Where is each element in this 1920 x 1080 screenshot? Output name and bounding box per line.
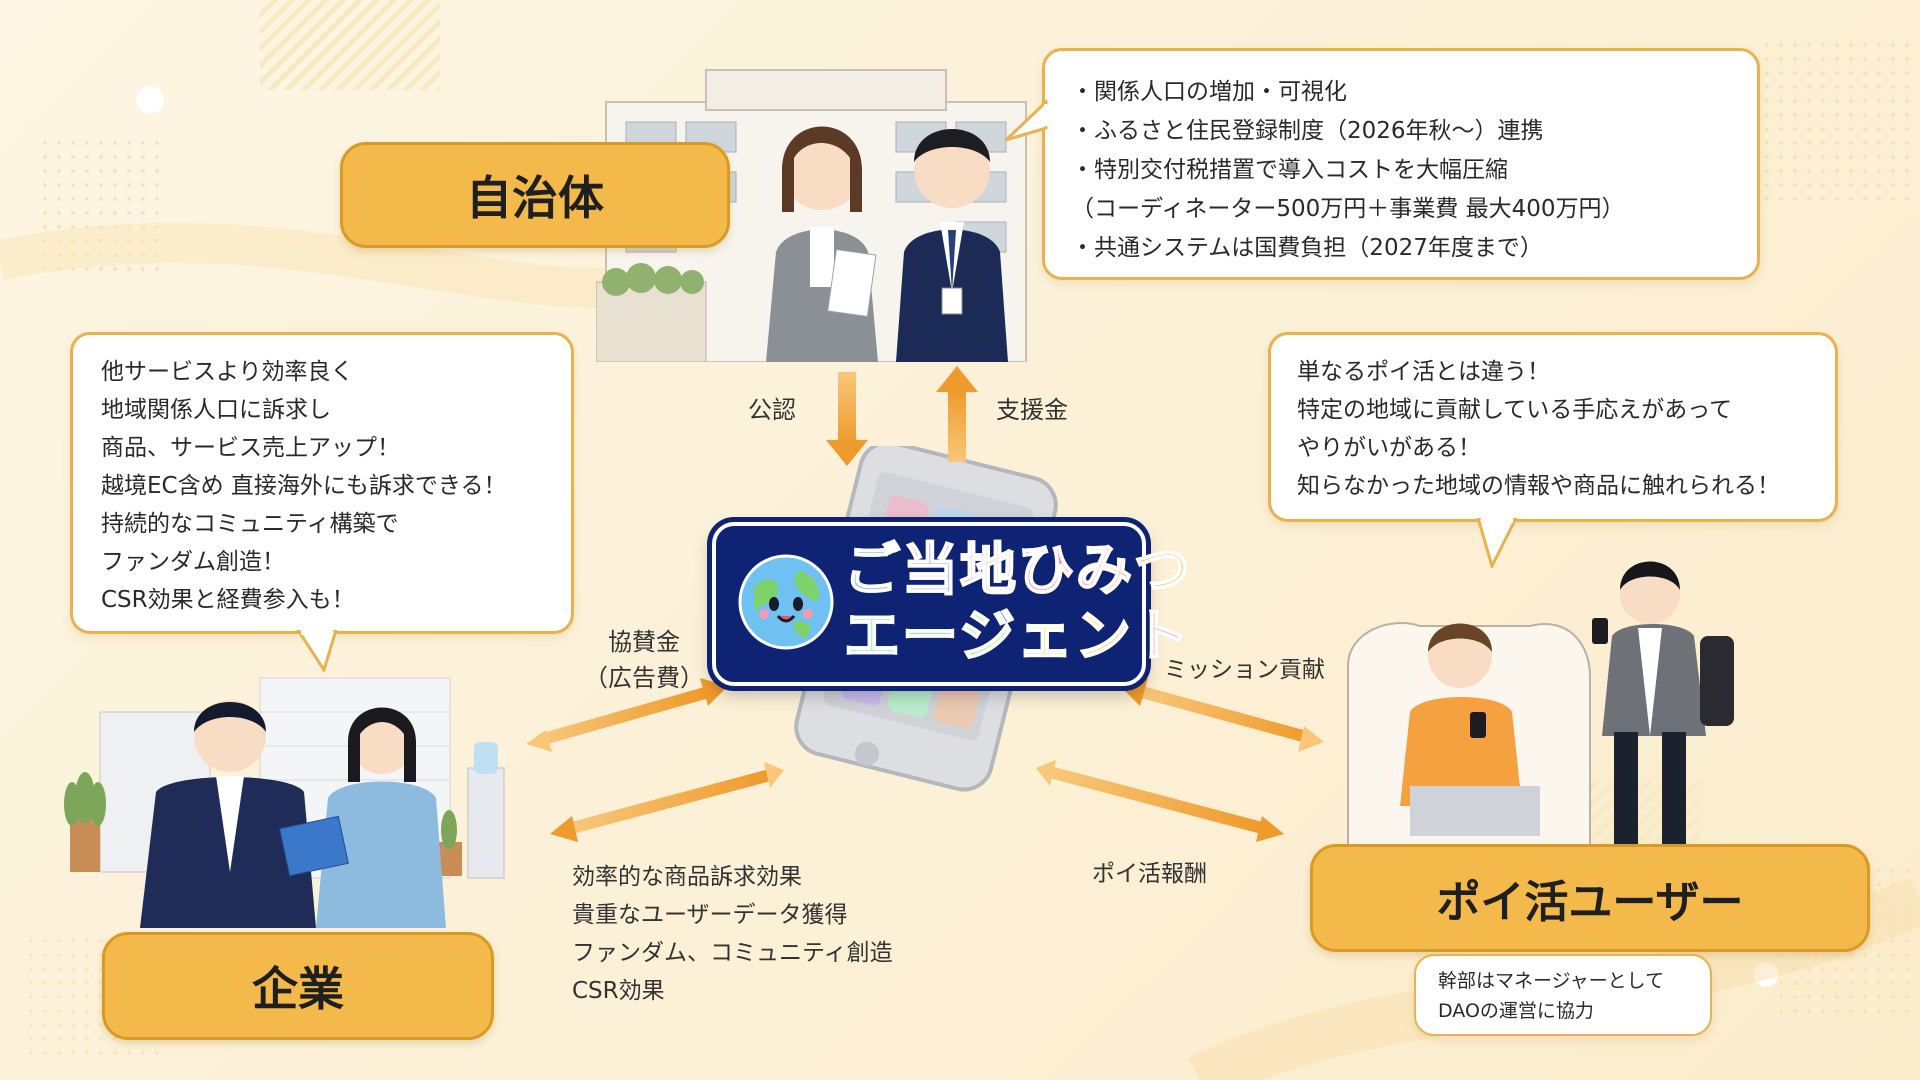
company-benefit-item: CSR効果 <box>572 978 665 1004</box>
label-subsidy: 支援金 <box>996 396 1068 424</box>
label-sponsorship: 協賛金 （広告費） <box>584 624 704 696</box>
company-point: 地域関係人口に訴求し <box>101 397 331 423</box>
logo-line-2: エージェント <box>843 603 1191 670</box>
label-sponsorship-line1: 協賛金 <box>608 628 680 656</box>
government-bubble-tail <box>1004 100 1048 142</box>
company-benefit-item: ファンダム、コミュニティ創造 <box>572 940 893 966</box>
node-user-label: ポイ活ユーザー <box>1436 877 1744 928</box>
user-note-line: 幹部はマネージャーとして <box>1438 970 1665 992</box>
label-reward: ポイ活報酬 <box>1092 861 1207 887</box>
company-benefit-item: 効率的な商品訴求効果 <box>572 864 802 890</box>
company-point: 越境EC含め 直接海外にも訴求できる！ <box>101 473 507 499</box>
company-point: 他サービスより効率良く <box>101 359 354 385</box>
earth-mascot-icon <box>738 554 834 650</box>
government-benefit: ・共通システムは国費負担（2027年度まで） <box>1071 235 1543 261</box>
node-government: 自治体 <box>340 142 730 248</box>
company-point: 持続的なコミュニティ構築で <box>101 511 399 537</box>
government-benefits-bubble: ・関係人口の増加・可視化 ・ふるさと住民登録制度（2026年秋〜）連携 ・特別交… <box>1042 48 1760 280</box>
label-mission: ミッション貢献 <box>1164 657 1325 683</box>
company-office-illustration <box>64 677 505 928</box>
government-benefit: （コーディネーター500万円＋事業費 最大400万円） <box>1071 196 1625 222</box>
user-benefits-bubble: 単なるポイ活とは違う！ 特定の地域に貢献している手応えがあって やりがいがある！… <box>1268 332 1838 522</box>
logo-line-1: ご当地ひみつ <box>843 537 1192 604</box>
logo-text: ご当地ひみつ エージェント <box>843 537 1192 670</box>
arrow-subsidy <box>936 366 978 462</box>
user-point: 知らなかった地域の情報や商品に触れられる！ <box>1297 473 1780 499</box>
arrow-reward <box>1036 760 1284 842</box>
user-point: 単なるポイ活とは違う！ <box>1297 359 1550 385</box>
node-company-label: 企業 <box>252 962 344 1016</box>
government-benefit: ・特別交付税措置で導入コストを大幅圧縮 <box>1071 157 1508 183</box>
company-benefits-bubble: 他サービスより効率良く 地域関係人口に訴求し 商品、サービス売上アップ！ 越境E… <box>70 332 574 634</box>
company-benefits-list: 効率的な商品訴求効果 貴重なユーザーデータ獲得 ファンダム、コミュニティ創造 C… <box>572 858 893 1010</box>
government-building-illustration <box>596 69 1027 362</box>
arrow-sponsorship <box>526 678 728 752</box>
node-poikatsu-user: ポイ活ユーザー <box>1310 844 1870 952</box>
user-scene-illustration <box>1347 561 1734 850</box>
user-note-line: DAOの運営に協力 <box>1438 1000 1594 1022</box>
arrow-company-benefits <box>550 762 784 842</box>
label-approval: 公認 <box>748 396 796 424</box>
user-note-bubble: 幹部はマネージャーとして DAOの運営に協力 <box>1414 954 1712 1036</box>
node-government-label: 自治体 <box>466 171 604 225</box>
arrow-mission <box>1120 678 1324 752</box>
government-benefit: ・関係人口の増加・可視化 <box>1071 79 1347 105</box>
node-company: 企業 <box>102 932 494 1040</box>
user-bubble-tail <box>1476 518 1518 568</box>
center-logo: ご当地ひみつ エージェント <box>712 522 1191 686</box>
company-point: 商品、サービス売上アップ！ <box>101 435 400 461</box>
user-point: やりがいがある！ <box>1297 435 1481 461</box>
government-benefit: ・ふるさと住民登録制度（2026年秋〜）連携 <box>1071 118 1544 144</box>
company-bubble-tail <box>296 630 338 672</box>
company-point: CSR効果と経費参入も！ <box>101 587 355 613</box>
company-point: ファンダム創造！ <box>101 549 285 575</box>
label-sponsorship-line2: （広告費） <box>584 664 704 692</box>
arrow-approval <box>826 372 868 466</box>
user-point: 特定の地域に貢献している手応えがあって <box>1297 397 1733 423</box>
company-benefit-item: 貴重なユーザーデータ獲得 <box>572 902 848 928</box>
